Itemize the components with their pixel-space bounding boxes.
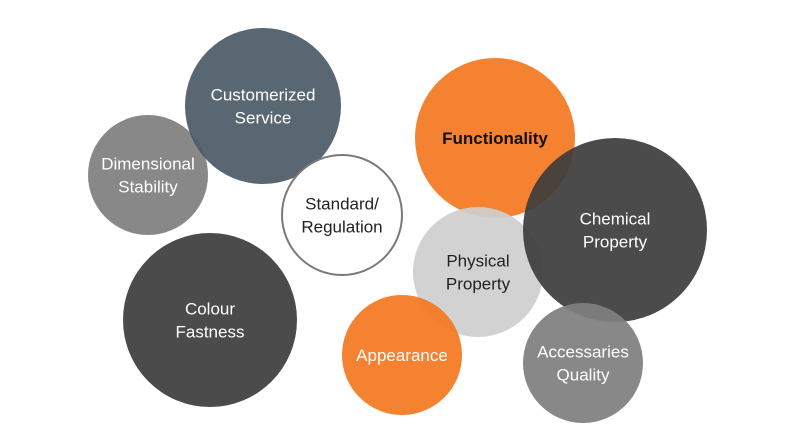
label-accessaries-quality: Accessaries: [537, 343, 629, 362]
label-colour-fastness: Fastness: [176, 323, 245, 342]
label-functionality: Functionality: [442, 129, 548, 148]
label-physical-property: Physical: [446, 252, 509, 271]
circle-standard-regulation: [281, 154, 403, 276]
circle-chemical-property: [523, 138, 707, 322]
label-customerized-service: Service: [235, 109, 292, 128]
label-customerized-service: Customerized: [211, 86, 316, 105]
bubble-functionality: Functionality: [415, 58, 575, 218]
label-chemical-property: Chemical: [580, 210, 651, 229]
label-chemical-property: Property: [583, 233, 648, 252]
circle-accessaries-quality: [523, 303, 643, 423]
circle-physical-property: [413, 207, 543, 337]
bubble-appearance: Appearance: [342, 295, 462, 415]
label-standard-regulation: Standard/: [305, 195, 379, 214]
label-standard-regulation: Regulation: [301, 218, 382, 237]
label-physical-property: Property: [446, 275, 511, 294]
label-accessaries-quality: Quality: [557, 366, 610, 385]
bubble-standard-regulation: Standard/Regulation: [281, 154, 403, 276]
circle-customerized-service: [185, 28, 341, 184]
label-dimensional-stability: Dimensional: [101, 155, 195, 174]
circle-colour-fastness: [123, 233, 297, 407]
label-colour-fastness: Colour: [185, 300, 235, 319]
label-dimensional-stability: Stability: [118, 178, 178, 197]
circle-appearance: [342, 295, 462, 415]
circle-dimensional-stability: [88, 115, 208, 235]
label-appearance: Appearance: [356, 346, 448, 365]
circle-functionality: [415, 58, 575, 218]
